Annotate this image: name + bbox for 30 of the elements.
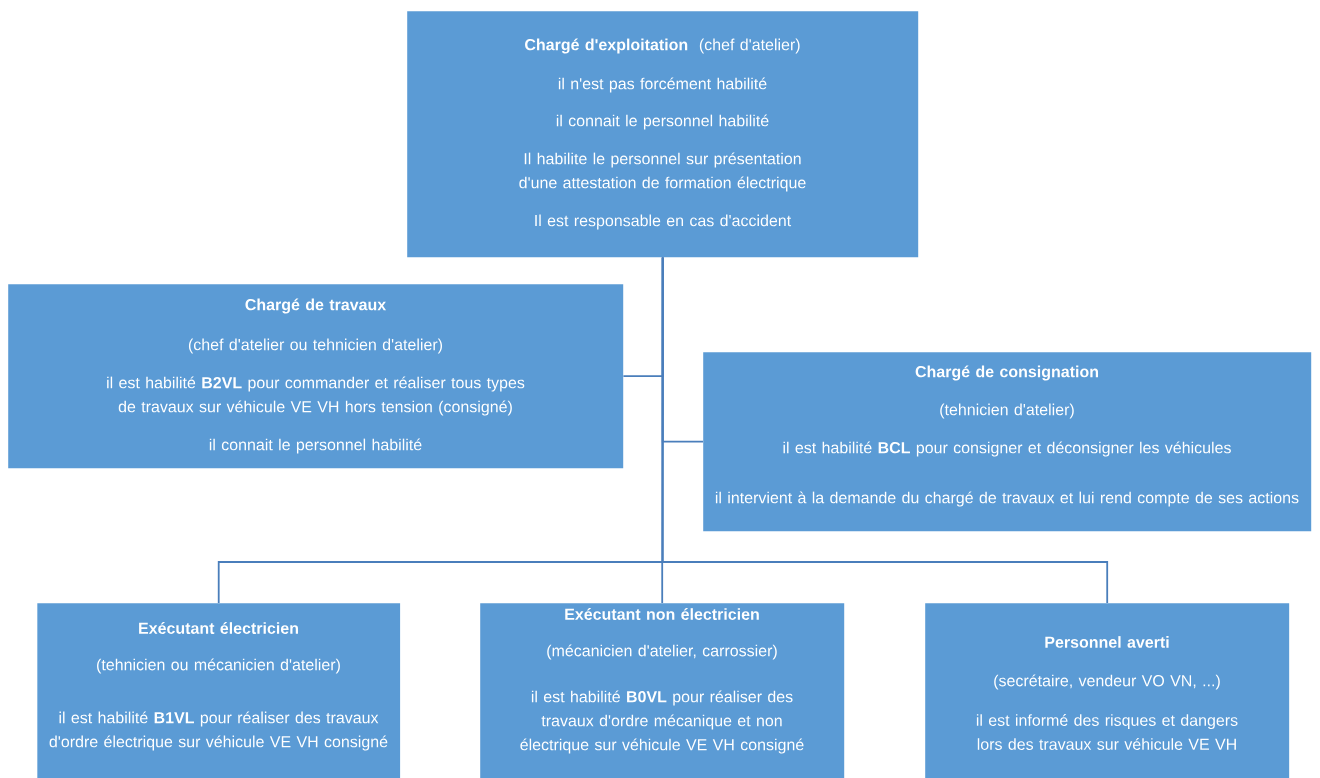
role-title: Personnel averti [1045,636,1169,648]
role-title: Chargé de travaux [245,298,387,314]
role-description: il intervient à la demande du chargé de travaux et lui rend compte de ses actions [715,491,1299,507]
role-description: il est habilité B0VL pour réaliser des travaux d'ordre mécanique et non électrique sur véhicule VE VH consigné [520,690,804,754]
role-description: il connait le personnel habilité [209,438,422,454]
role-description: il connait le personnel habilité [556,114,769,130]
connector-line [661,256,1109,604]
role-note: (secrétaire, vendeur VO VN, ...) [994,674,1220,690]
role-description: Il habilite le personnel sur présentation d'une attestation de formation électrique [519,152,806,192]
role-box [925,603,1290,778]
role-box [37,603,401,778]
role-description: il est informé des risques et dangers lors des travaux sur véhicule VE VH [976,714,1238,750]
role-description: Il est responsable en cas d'accident [535,214,792,230]
role-note: (tehnicien d'atelier) [940,403,1074,419]
role-title: Chargé de consignation [915,365,1098,381]
role-note: (chef d'atelier) [699,38,800,54]
role-note: (tehnicien ou mécanicien d'atelier) [97,658,340,674]
role-description: il est habilité BCL pour consigner et déconsigner les véhicules [783,441,1231,457]
role-description: il est habilité B2VL pour commander et réaliser tous types de travaux sur véhicule VE VH hors tension (consigné) [107,376,525,416]
role-title: Chargé d'exploitation [525,38,688,54]
role-title: Exécutant électricien [139,622,298,634]
role-note: (mécanicien d'atelier, carrossier) [547,644,777,660]
role-description: il est habilité B1VL pour réaliser des travaux d'ordre électrique sur véhicule VE VH consigné [49,711,388,751]
role-description: il n'est pas forcément habilité [558,77,767,93]
role-box [703,352,1312,532]
role-title: Exécutant non électricien [565,608,759,620]
role-box [8,284,624,469]
role-note: (chef d'atelier ou tehnicien d'atelier) [188,338,442,354]
role-box [480,603,845,778]
role-box [407,11,919,258]
